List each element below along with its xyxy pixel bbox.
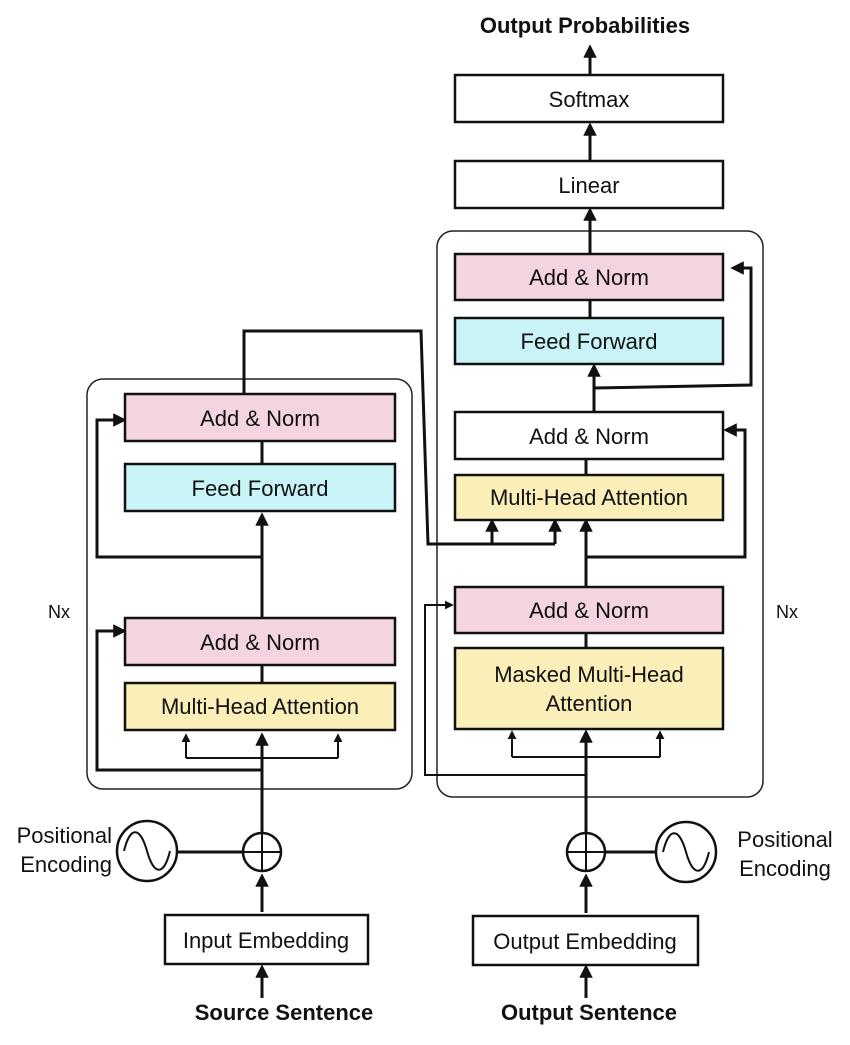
decoder-add-norm-bottom-label: Add & Norm — [529, 598, 649, 623]
decoder-add-norm-top: Add & Norm — [453, 252, 725, 302]
encoder-feed-forward-label: Feed Forward — [192, 476, 329, 501]
decoder-cross-attention-label: Multi-Head Attention — [490, 485, 688, 510]
decoder-masked-attention: Masked Multi-Head Attention — [453, 646, 725, 731]
input-embedding-box: Input Embedding — [163, 913, 370, 966]
encoder-nx-label: Nx — [48, 602, 70, 622]
softmax-label: Softmax — [549, 87, 630, 112]
encoder-add-norm-top-label: Add & Norm — [200, 406, 320, 431]
decoder-nx-label: Nx — [776, 602, 798, 622]
encoder-frame — [86, 378, 413, 790]
decoder-frame — [436, 230, 764, 798]
encoder-multi-head-attention: Multi-Head Attention — [123, 681, 397, 732]
encoder-positional-encoding-icon — [115, 819, 179, 883]
decoder-add-norm-middle-label: Add & Norm — [529, 424, 649, 449]
encoder-add-norm-bottom-label: Add & Norm — [200, 630, 320, 655]
output-sentence-label: Output Sentence — [501, 1000, 677, 1025]
decoder-add-norm-middle: Add & Norm — [453, 410, 725, 461]
output-embedding-label: Output Embedding — [493, 929, 676, 954]
encoder-feed-forward: Feed Forward — [123, 462, 397, 513]
masked-attention-label-2: Attention — [546, 691, 633, 716]
linear-label: Linear — [558, 173, 619, 198]
encoder-add-norm-bottom: Add & Norm — [123, 616, 397, 667]
decoder-add-norm-bottom: Add & Norm — [453, 585, 725, 635]
decoder-positional-label-2: Encoding — [739, 856, 831, 881]
decoder-positional-encoding-icon — [654, 820, 718, 884]
encoder-attention-label: Multi-Head Attention — [161, 694, 359, 719]
decoder-cross-attention: Multi-Head Attention — [453, 473, 725, 522]
decoder-positional-label-1: Positional — [737, 827, 832, 852]
decoder-feed-forward-label: Feed Forward — [521, 329, 658, 354]
linear-box: Linear — [453, 159, 725, 210]
decoder-add-norm-top-label: Add & Norm — [529, 265, 649, 290]
output-probabilities-label: Output Probabilities — [480, 13, 690, 38]
encoder-add-operator — [241, 831, 283, 873]
source-sentence-label: Source Sentence — [195, 1000, 374, 1025]
softmax-box: Softmax — [453, 73, 725, 124]
encoder-positional-label-2: Encoding — [20, 852, 112, 877]
decoder-add-operator — [565, 831, 607, 873]
output-embedding-box: Output Embedding — [471, 914, 700, 967]
decoder-feed-forward: Feed Forward — [453, 316, 725, 366]
input-embedding-label: Input Embedding — [183, 928, 349, 953]
masked-attention-label-1: Masked Multi-Head — [494, 662, 684, 687]
encoder-add-norm-top: Add & Norm — [123, 392, 397, 443]
encoder-positional-label-1: Positional — [17, 823, 112, 848]
